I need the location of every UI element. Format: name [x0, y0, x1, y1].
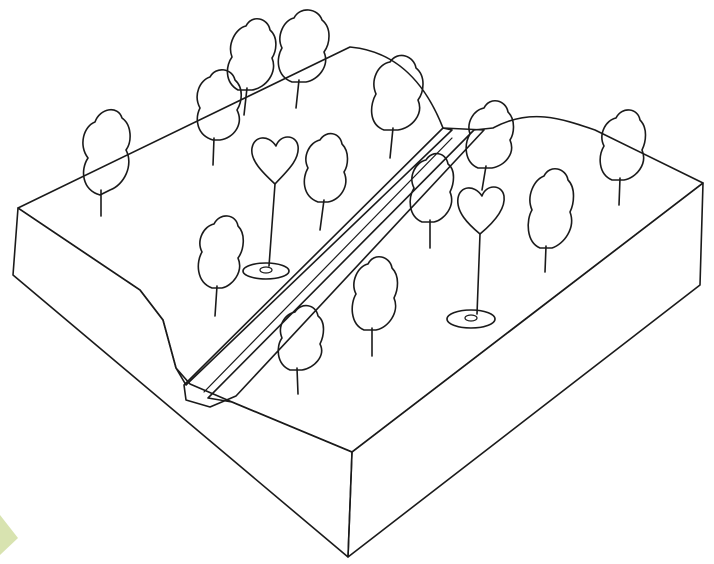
right-grass-terrain [208, 117, 703, 452]
tree-icon [528, 169, 573, 248]
heart-balloon-left [243, 137, 298, 279]
tree [410, 154, 453, 248]
tree [528, 169, 573, 272]
marker-ring-icon [447, 310, 495, 328]
tree [600, 110, 645, 205]
tree [466, 101, 513, 190]
heart-balloon-icon [252, 137, 298, 184]
tree-icon [466, 101, 513, 168]
tree-icon [278, 10, 329, 82]
heart-balloon-icon [458, 187, 504, 234]
tree-icon [352, 257, 397, 330]
heart-balloon-right [447, 187, 504, 328]
tree [278, 306, 323, 394]
tree [278, 10, 329, 108]
tree [372, 55, 423, 158]
tree [352, 257, 397, 356]
tree-icon [197, 70, 241, 140]
tree [198, 216, 243, 316]
tree-icon [198, 216, 243, 288]
tree-icon [304, 134, 347, 202]
tree [227, 19, 275, 115]
river-channel [184, 128, 484, 407]
tree [83, 110, 130, 216]
river-bank-line [204, 138, 452, 392]
block-front-right-side [348, 183, 703, 557]
tree-icon [372, 55, 423, 130]
tree-icon [600, 110, 645, 180]
tree-icon [278, 306, 323, 370]
marker-ring-icon [243, 263, 289, 279]
block-front-left-side [13, 208, 352, 557]
corner-accent-shape [0, 515, 18, 555]
tree-icon [83, 110, 130, 195]
tree [304, 134, 347, 230]
